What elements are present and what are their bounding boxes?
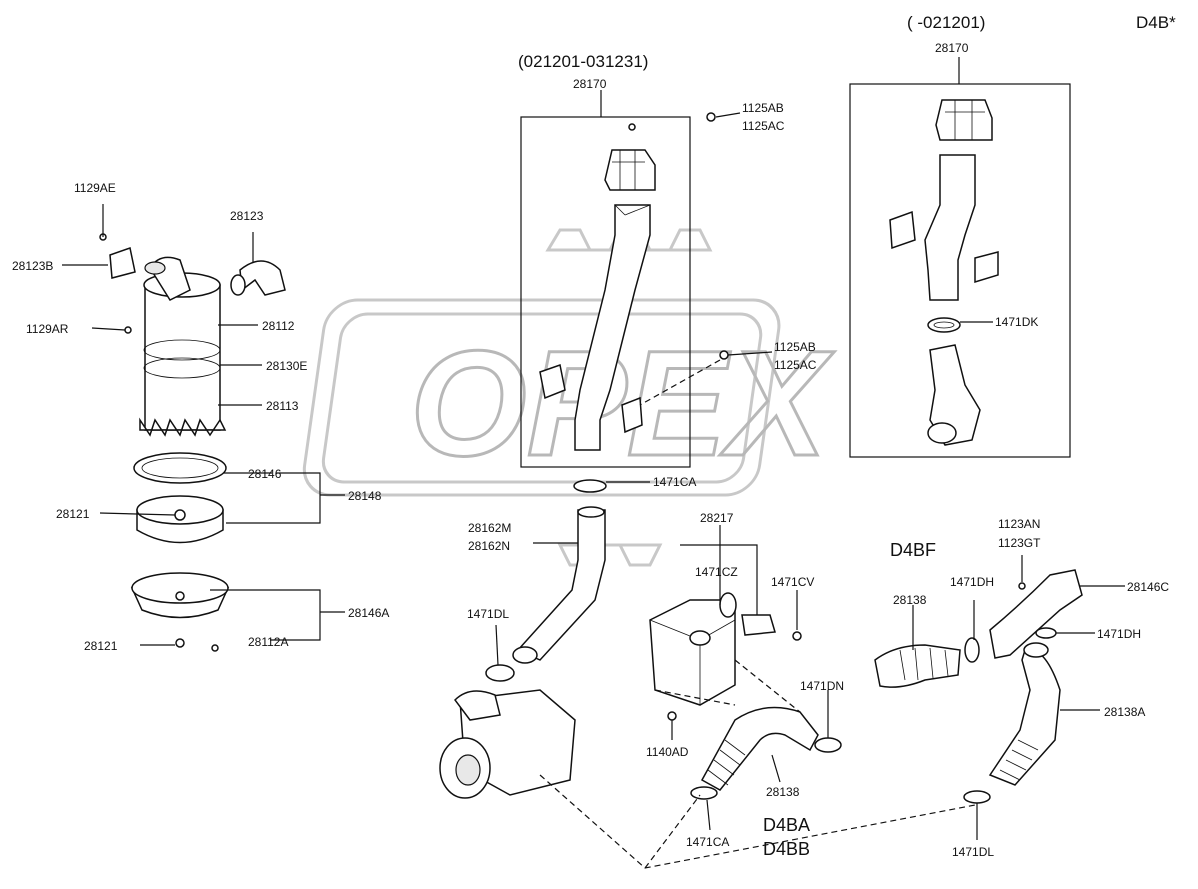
label-28138-right: 28138 (893, 593, 927, 607)
label-28121-a: 28121 (56, 507, 90, 521)
label-1125ab-top: 1125AB (742, 101, 784, 115)
label-1129ae: 1129AE (74, 181, 116, 195)
variant-header-b: ( -021201) (907, 13, 985, 32)
label-1125ab-mid: 1125AB (774, 340, 816, 354)
watermark-text: OPEX (410, 319, 835, 487)
label-1471dl-left: 1471DL (467, 607, 509, 621)
label-28121-b: 28121 (84, 639, 118, 653)
variant-header-a: (021201-031231) (518, 52, 648, 71)
d4bf-hoses (874, 555, 1125, 840)
label-28170-b: 28170 (935, 41, 969, 55)
label-28217: 28217 (700, 511, 734, 525)
label-28162n: 28162N (468, 539, 510, 553)
corner-code: D4B* (1136, 13, 1176, 32)
label-1140ad: 1140AD (646, 745, 689, 759)
engine-label-d4bf: D4BF (890, 540, 936, 560)
center-hoses (439, 479, 650, 799)
label-1471cz: 1471CZ (695, 565, 738, 579)
label-1129ar: 1129AR (26, 322, 69, 336)
lower-middle-hose (690, 690, 842, 831)
label-1123gt: 1123GT (998, 536, 1041, 550)
watermark: OPEX (302, 228, 836, 567)
label-1471dh-b: 1471DH (1097, 627, 1141, 641)
label-28146: 28146 (248, 467, 282, 481)
label-1471cv: 1471CV (771, 575, 814, 589)
label-28112a: 28112A (248, 635, 288, 649)
label-28130e: 28130E (266, 359, 307, 373)
variant-box-a (520, 116, 691, 468)
label-1125ac-mid: 1125AC (774, 358, 817, 372)
label-1123an: 1123AN (998, 517, 1040, 531)
label-28123b: 28123B (12, 259, 53, 273)
label-1125ac-top: 1125AC (742, 119, 785, 133)
label-1471ca-top: 1471CA (653, 475, 696, 489)
engine-label-d4bb: D4BB (763, 839, 810, 859)
variant-box-b (849, 83, 1071, 458)
label-28113: 28113 (266, 399, 299, 413)
label-28146a: 28146A (348, 606, 389, 620)
engine-label-d4ba: D4BA (763, 815, 810, 835)
label-28146c: 28146C (1127, 580, 1169, 594)
label-28148: 28148 (348, 489, 382, 503)
air-intake-duct-a (539, 112, 773, 451)
label-28170-a: 28170 (573, 77, 607, 91)
label-28138a: 28138A (1104, 705, 1145, 719)
label-28123: 28123 (230, 209, 264, 223)
label-1471dl-bot: 1471DL (952, 845, 994, 859)
label-1471dn: 1471DN (800, 679, 844, 693)
air-cleaner-assembly (62, 204, 345, 652)
label-1471ca-bot: 1471CA (686, 835, 729, 849)
label-28138-mid: 28138 (766, 785, 800, 799)
label-28112: 28112 (262, 319, 295, 333)
air-intake-duct-b (889, 99, 999, 446)
resonator-assembly (649, 525, 802, 740)
label-1471dk: 1471DK (995, 315, 1038, 329)
label-28162m: 28162M (468, 521, 511, 535)
label-1471dh-a: 1471DH (950, 575, 994, 589)
